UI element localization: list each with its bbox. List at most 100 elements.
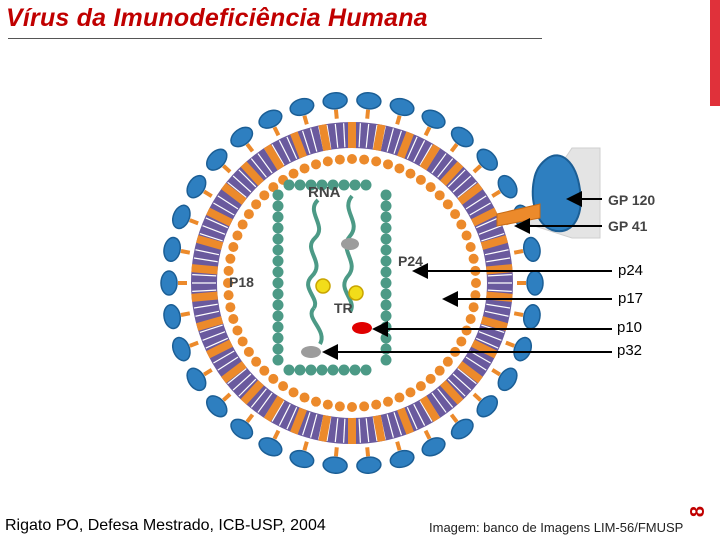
lipid-stripe: [484, 249, 509, 256]
lipid-stripe: [310, 414, 318, 438]
matrix-dot: [434, 190, 445, 201]
lipid-stripe: [406, 136, 418, 160]
lipid-stripe: [487, 289, 512, 292]
lipid-stripe: [431, 392, 447, 413]
lipid-stripe: [475, 217, 499, 229]
lipid-stripe: [227, 368, 247, 385]
matrix-dot: [237, 219, 248, 230]
lipid-stripe: [217, 195, 239, 210]
lipid-stripe: [413, 140, 426, 163]
gp41-block: [196, 235, 224, 250]
spike-stalk: [302, 115, 309, 125]
gp120-spike: [289, 449, 315, 469]
lipid-stripe: [199, 324, 223, 334]
gp41-block: [221, 361, 247, 384]
capsid-dot: [272, 266, 284, 278]
gp120-spike: [522, 303, 541, 330]
capsid-dot: [272, 233, 284, 245]
gp120-spike: [356, 456, 382, 475]
matrix-dot: [299, 392, 310, 403]
envelope-glycoproteins: [160, 91, 544, 475]
rna-strand-left: [306, 198, 322, 310]
matrix-dot: [288, 387, 299, 398]
capsid-dot: [272, 299, 284, 311]
capsid-dot: [272, 189, 284, 201]
lipid-stripe: [484, 310, 509, 317]
lipid-stripe: [238, 169, 257, 188]
gp41-block: [240, 161, 265, 186]
matrix-dot: [232, 325, 243, 336]
capsid-dot: [272, 222, 284, 234]
capsid-dot: [316, 179, 328, 191]
lipid-stripe: [386, 414, 394, 438]
lipid-stripe: [227, 181, 247, 198]
gp120-spike: [389, 449, 415, 469]
gp41-block: [191, 264, 218, 275]
lipid-stripe: [195, 310, 220, 317]
page-number: 8: [687, 505, 710, 518]
matrix-dot: [225, 253, 236, 264]
label-p18: P18: [229, 274, 254, 290]
gp120-spike: [522, 236, 541, 263]
annotation-p32: p32: [617, 342, 643, 359]
lipid-stripe: [478, 225, 502, 235]
spike-stalk: [513, 311, 524, 317]
spike-stalk: [365, 447, 371, 457]
capsid-dot: [380, 321, 392, 333]
gp120-magnified: [531, 154, 582, 233]
lipid-stripe: [358, 123, 361, 148]
gp120-spike: [163, 236, 182, 263]
lipid-stripe: [205, 217, 229, 229]
matrix-dot: [415, 174, 426, 185]
credit-left: Rigato PO, Defesa Mestrado, ICB-USP, 200…: [5, 517, 326, 534]
lipid-stripe: [413, 403, 426, 426]
gp41-block: [240, 380, 265, 405]
capsid-dot: [380, 244, 392, 256]
matrix-dot: [425, 373, 436, 384]
capsid-dot: [349, 364, 361, 376]
capsid-dot: [272, 277, 284, 289]
capsid-dot: [380, 255, 392, 267]
gp120-spike: [171, 336, 191, 362]
spike-stalk: [245, 142, 255, 153]
capsid-dot: [272, 332, 284, 344]
capsid-dot: [272, 343, 284, 355]
label-gp41: GP 41: [608, 218, 648, 234]
matrix-dot: [461, 230, 472, 241]
matrix-dot: [288, 168, 299, 179]
spike-stalk: [245, 413, 255, 424]
lipid-stripe: [465, 195, 487, 210]
spike-stalk: [423, 126, 432, 137]
lipid-stripe: [213, 350, 235, 364]
gp120-spike: [230, 126, 254, 148]
lipid-stripe: [437, 158, 454, 178]
spike-stalk: [272, 126, 281, 137]
lipid-stripe: [192, 289, 217, 292]
capsid-dot: [283, 364, 295, 376]
gp120-spike: [205, 395, 228, 418]
lipid-stripe: [447, 169, 466, 188]
lipid-stripe: [419, 400, 433, 422]
spike-stalk: [189, 340, 199, 348]
capsid-dot: [272, 200, 284, 212]
gp120-spike: [421, 437, 446, 457]
matrix-dot: [347, 402, 357, 412]
matrix-dot: [450, 209, 461, 220]
capsid-dot: [294, 179, 306, 191]
matrix-dot: [311, 396, 322, 407]
matrix-dot: [382, 396, 393, 407]
capsid-dot: [380, 222, 392, 234]
lipid-stripe: [250, 388, 267, 408]
label-rna: RNA: [308, 184, 341, 201]
spike-stalk: [395, 115, 402, 125]
matrix-p17-ring: [223, 154, 481, 412]
matrix-dot: [456, 219, 467, 230]
gp41-block: [439, 380, 464, 405]
capsid-dot: [380, 299, 392, 311]
matrix-dot: [468, 253, 479, 264]
lipid-stripe: [202, 225, 226, 235]
spike-stalk: [449, 413, 459, 424]
integrase-p32: [352, 322, 372, 334]
matrix-dot: [334, 401, 345, 412]
lipid-stripe: [406, 406, 418, 430]
